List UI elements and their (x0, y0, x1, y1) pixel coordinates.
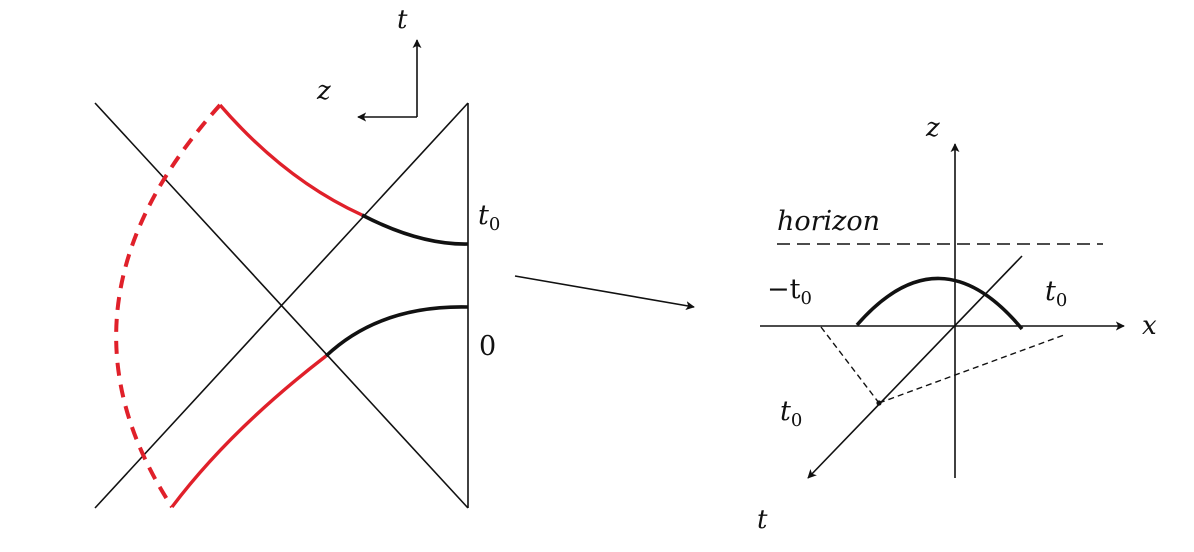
bulk-arc (855, 276, 1024, 331)
left-axis-z-label: z (316, 76, 331, 106)
neg-t0-label: −t0 (767, 274, 812, 309)
lower-red-curve (170, 354, 328, 509)
t0-label-lower: t0 (780, 396, 802, 431)
projection-dashed-right (878, 334, 1065, 404)
right-axis-x-label: x (1142, 311, 1157, 341)
projection-point (876, 400, 882, 406)
lower-black-curve (324, 305, 469, 358)
right-axis-t-label: t (757, 505, 768, 535)
connecting-arrow (514, 275, 695, 311)
dashed-red-arc (114, 103, 222, 509)
t-axis-arrow-right (807, 255, 1023, 479)
right-3d-panel: z x t horizon −t0 t0 t0 (757, 113, 1157, 535)
left-t0-label: t0 (478, 200, 500, 235)
left-zero-label: 0 (479, 331, 496, 362)
projection-dashed-left (820, 326, 880, 404)
upper-red-curve (218, 103, 363, 217)
horizon-label: horizon (777, 206, 880, 237)
left-axis-t-label: t (397, 5, 408, 35)
pos-t0-label: t0 (1045, 276, 1067, 311)
right-axis-z-label: z (925, 113, 940, 143)
diagonal-line-ascending (94, 102, 469, 509)
upper-black-curve (361, 213, 469, 246)
left-penrose-panel: t z t0 0 (94, 5, 500, 509)
